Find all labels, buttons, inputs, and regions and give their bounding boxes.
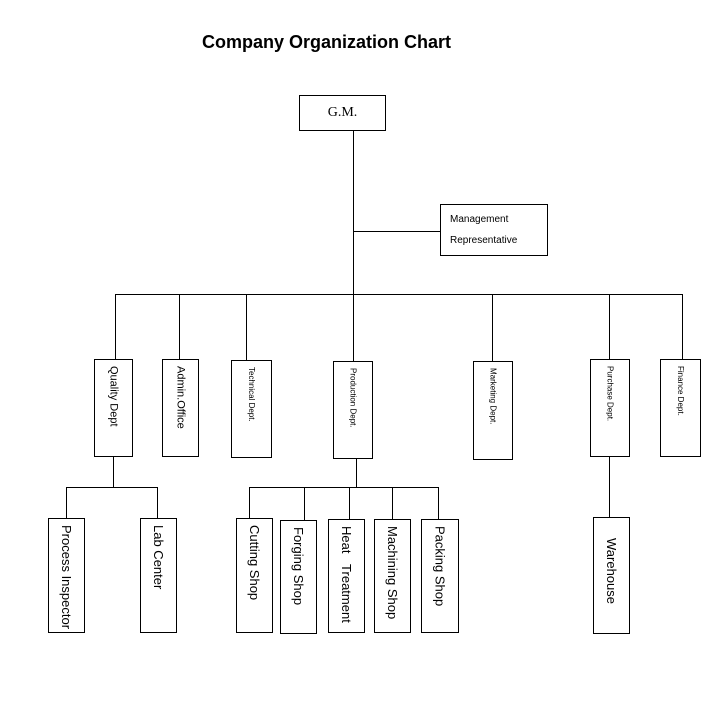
heat-treatment-label: Heat Treatment — [339, 526, 354, 623]
connector-line — [682, 294, 683, 359]
connector-line — [353, 130, 354, 294]
finance-dept-box: Finance Dept. — [660, 359, 701, 457]
warehouse-label: Warehouse — [604, 538, 619, 604]
technical-dept-label: Technical Dept. — [247, 367, 256, 422]
heat-treatment-box: Heat Treatment — [328, 519, 365, 633]
chart-title: Company Organization Chart — [202, 32, 452, 52]
connector-line — [353, 294, 354, 361]
management-representative-box: Management Representative — [440, 204, 548, 256]
connector-line — [356, 458, 357, 488]
machining-shop-box: Machining Shop — [374, 519, 411, 633]
connector-line — [246, 294, 247, 360]
lab-center-box: Lab Center — [140, 518, 177, 633]
marketing-dept-label: Marketing Dept. — [488, 368, 498, 425]
connector-line — [66, 487, 158, 488]
marketing-dept-box: Marketing Dept. — [473, 361, 513, 460]
quality-dept-box: Quality Dept — [94, 359, 133, 457]
gm-label: G.M. — [327, 105, 358, 120]
connector-line — [115, 294, 116, 359]
gm-box: G.M. — [299, 95, 386, 131]
warehouse-box: Warehouse — [593, 517, 630, 634]
management-label-line2: Representative — [450, 235, 518, 246]
packing-shop-label: Packing Shop — [432, 526, 448, 607]
connector-line — [113, 456, 114, 487]
connector-line — [157, 487, 158, 518]
connector-line — [438, 487, 439, 519]
purchase-dept-box: Purchase Dept. — [590, 359, 630, 457]
purchase-dept-label: Purchase Dept. — [605, 366, 615, 422]
admin-office-label: Admin.Office — [174, 366, 187, 429]
finance-dept-label: Finance Dept. — [676, 366, 685, 416]
connector-line — [609, 456, 610, 517]
connector-line — [304, 487, 305, 520]
connector-line — [249, 487, 250, 518]
forging-shop-box: Forging Shop — [280, 520, 317, 634]
quality-dept-label: Quality Dept — [107, 366, 120, 427]
connector-line — [349, 487, 350, 519]
connector-line — [249, 487, 439, 488]
connector-line — [66, 487, 67, 518]
machining-shop-label: Machining Shop — [385, 526, 400, 620]
connector-line — [392, 487, 393, 519]
cutting-shop-box: Cutting Shop — [236, 518, 273, 633]
management-label-line1: Management — [450, 214, 509, 225]
connector-line — [492, 294, 493, 361]
connector-line — [115, 294, 683, 295]
packing-shop-box: Packing Shop — [421, 519, 459, 633]
process-inspector-box: Process Inspector — [48, 518, 85, 633]
process-inspector-label: Process Inspector — [59, 525, 74, 630]
cutting-shop-label: Cutting Shop — [247, 525, 262, 601]
forging-shop-label: Forging Shop — [291, 527, 306, 606]
connector-line — [353, 231, 440, 232]
production-dept-label: Production Dept. — [348, 368, 358, 428]
technical-dept-box: Technical Dept. — [231, 360, 272, 458]
connector-line — [179, 294, 180, 359]
connector-line — [609, 294, 610, 359]
production-dept-box: Production Dept. — [333, 361, 373, 459]
lab-center-label: Lab Center — [151, 525, 166, 590]
admin-office-box: Admin.Office — [162, 359, 199, 457]
